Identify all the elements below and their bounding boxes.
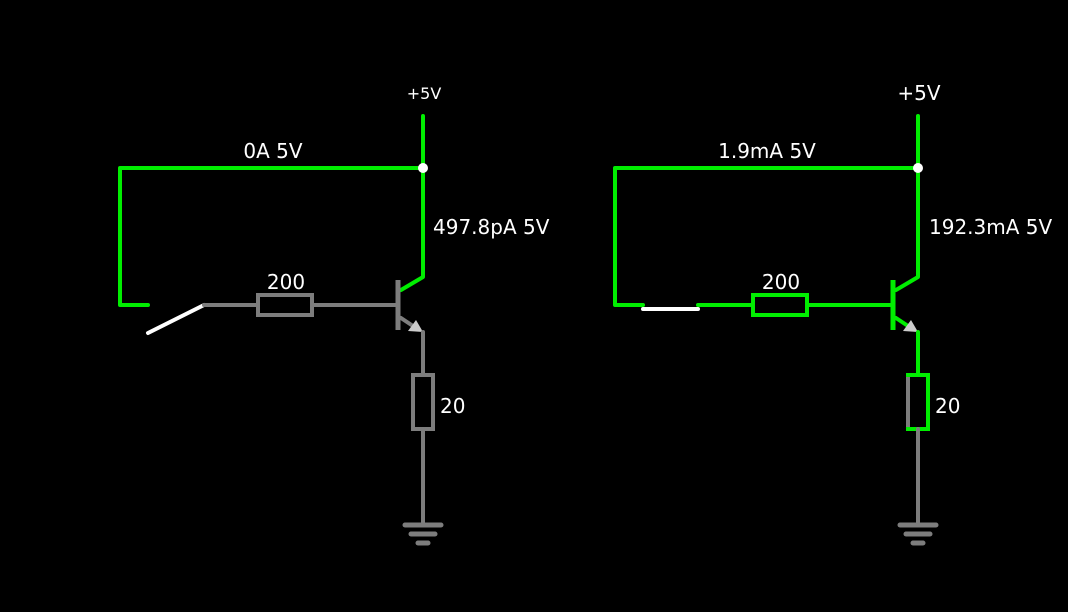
top-wire-label: 1.9mA 5V: [718, 139, 816, 163]
switch-open[interactable]: [146, 303, 206, 335]
base-resistor-label: 200: [762, 270, 800, 294]
emitter-resistor-label: 20: [440, 394, 465, 418]
emitter-lead: [894, 316, 910, 328]
circuit-right: +5V 1.9mA 5V 192.3mA 5V 200 20: [613, 81, 1053, 546]
top-loop-wire: [118, 166, 425, 307]
emitter-arrow-icon: [903, 320, 918, 332]
emitter-arrow-icon: [408, 320, 423, 332]
collector-wire: [399, 166, 425, 292]
top-wire-label: 0A 5V: [243, 139, 302, 163]
emitter-resistor-label: 20: [935, 394, 960, 418]
ground-icon: [402, 522, 444, 546]
circuit-left: +5V 0A 5V 497.8pA 5V 200 20: [118, 84, 550, 546]
base-resistor-label: 200: [267, 270, 305, 294]
supply-label: +5V: [407, 84, 442, 103]
junction-node: [913, 163, 923, 173]
collector-label: 192.3mA 5V: [929, 215, 1053, 239]
junction-node: [418, 163, 428, 173]
supply-label: +5V: [897, 81, 940, 105]
collector-wire: [894, 166, 920, 292]
ground-icon: [897, 522, 939, 546]
collector-label: 497.8pA 5V: [433, 215, 550, 239]
top-loop-wire: [613, 166, 920, 307]
emitter-lead: [399, 316, 415, 328]
